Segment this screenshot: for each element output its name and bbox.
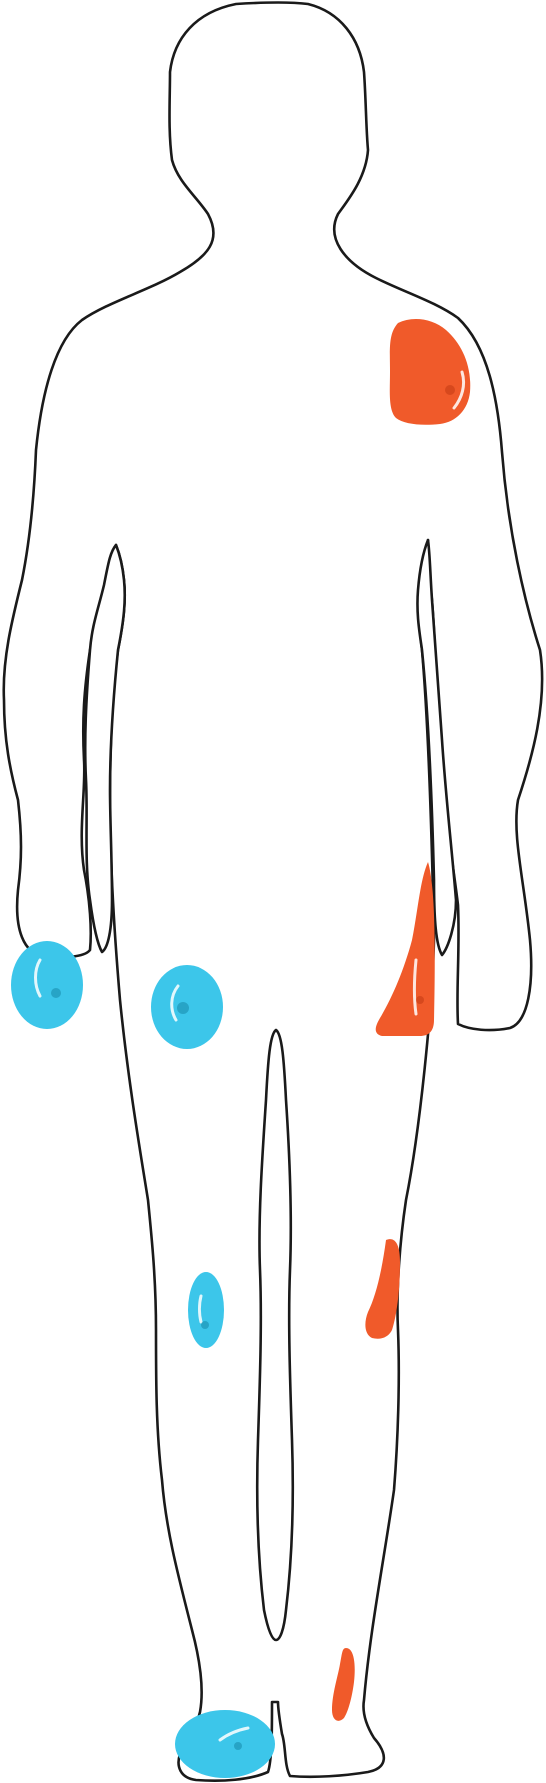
- marks-layer: [11, 318, 471, 1778]
- arm-gap-right: [416, 538, 458, 957]
- mark-right-hip-highlight: [413, 958, 418, 1016]
- mark-right-hip-center-dot: [416, 996, 424, 1004]
- mark-right-shoulder-highlight: [452, 370, 466, 410]
- mark-right-ankle: [332, 1648, 355, 1721]
- mark-left-hand-center-dot: [51, 988, 61, 998]
- mark-left-upper-thigh-highlight: [170, 984, 180, 1022]
- arm-gap-left: [83, 543, 127, 954]
- mark-left-hand-highlight: [34, 958, 42, 998]
- mark-left-knee-highlight: [198, 1294, 203, 1324]
- mark-left-knee: [188, 1272, 224, 1348]
- leg-gap: [255, 1028, 295, 1642]
- mark-left-knee-center-dot: [201, 1321, 209, 1329]
- mark-left-foot: [175, 1710, 275, 1778]
- mark-left-foot-highlight: [218, 1726, 250, 1742]
- mark-right-shoulder-center-dot: [445, 385, 455, 395]
- mark-left-hand: [11, 941, 83, 1029]
- mark-right-shoulder: [389, 318, 471, 425]
- mark-left-upper-thigh-center-dot: [177, 1002, 189, 1014]
- mark-left-foot-center-dot: [234, 1742, 242, 1750]
- mark-right-hip: [375, 862, 435, 1036]
- mark-right-knee: [365, 1239, 400, 1339]
